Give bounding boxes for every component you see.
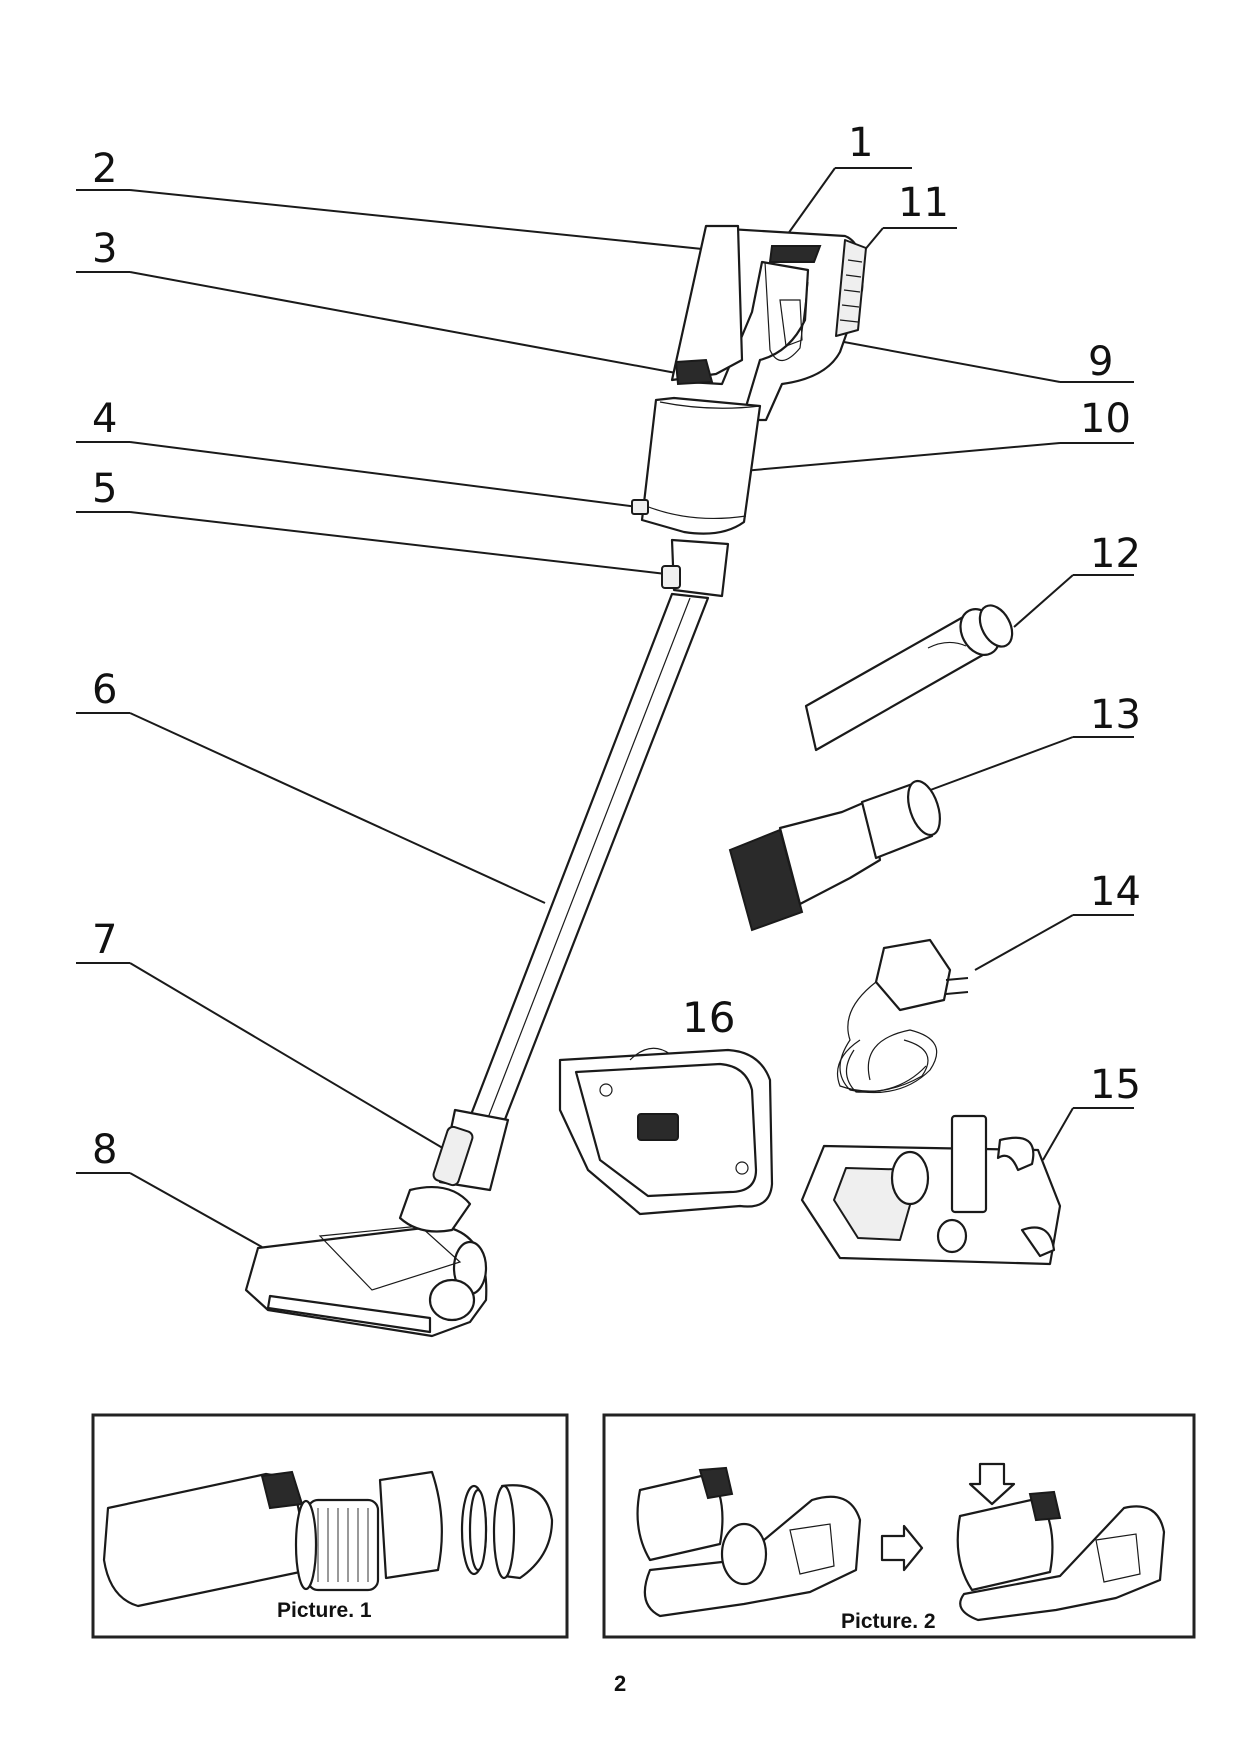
callout-number-3: 3 <box>92 226 117 272</box>
battery-pack-illustration <box>558 1047 774 1216</box>
callout-16: 16 <box>682 993 735 1042</box>
callout-11: 11 <box>857 180 957 259</box>
callout-9: 9 <box>843 339 1134 385</box>
wall-bracket-illustration <box>800 1114 1062 1266</box>
picture-1-panel: Picture. 1 <box>91 1413 569 1639</box>
charger-illustration <box>836 938 969 1094</box>
callout-number-10: 10 <box>1080 396 1131 442</box>
page-number: 2 <box>614 1671 626 1696</box>
picture-2-panel: Picture. 2 <box>602 1413 1196 1639</box>
callout-6: 6 <box>76 667 546 904</box>
callout-1: 1 <box>779 120 912 246</box>
callout-number-4: 4 <box>92 396 117 442</box>
callout-number-15: 15 <box>1090 1062 1141 1108</box>
callout-number-8: 8 <box>92 1127 117 1173</box>
callout-number-9: 9 <box>1088 339 1113 385</box>
callout-number-13: 13 <box>1090 692 1141 738</box>
callout-number-6: 6 <box>92 667 117 713</box>
callout-4: 4 <box>76 396 639 508</box>
callout-number-16: 16 <box>682 993 735 1042</box>
callout-14: 14 <box>974 869 1141 971</box>
callout-number-1: 1 <box>848 120 873 166</box>
callout-2: 2 <box>76 146 713 251</box>
stick-vacuum-illustration <box>244 224 867 1338</box>
callout-10: 10 <box>719 396 1134 474</box>
callout-7: 7 <box>76 917 447 1151</box>
picture-1-caption: Picture. 1 <box>277 1599 372 1622</box>
callout-13: 13 <box>924 692 1141 793</box>
callout-number-14: 14 <box>1090 869 1141 915</box>
callout-3: 3 <box>76 226 677 374</box>
callout-15: 15 <box>1042 1062 1141 1161</box>
picture-2-caption: Picture. 2 <box>841 1610 936 1633</box>
callout-12: 12 <box>1013 531 1141 628</box>
brush-tool-illustration <box>728 779 941 932</box>
crevice-tool-illustration <box>804 604 1014 752</box>
callout-number-5: 5 <box>92 466 117 512</box>
callout-number-7: 7 <box>92 917 117 963</box>
callout-number-12: 12 <box>1090 531 1141 577</box>
callout-8: 8 <box>76 1127 263 1248</box>
callout-number-2: 2 <box>92 146 117 192</box>
callout-5: 5 <box>76 466 667 575</box>
callout-number-11: 11 <box>898 180 949 226</box>
